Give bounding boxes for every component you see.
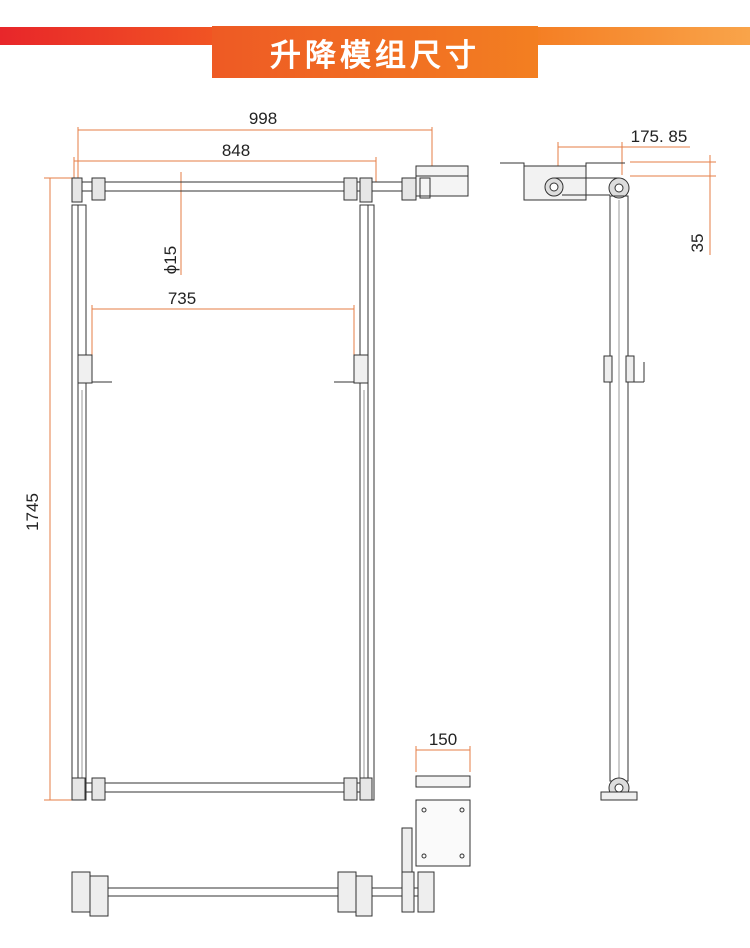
title-banner bbox=[0, 27, 750, 45]
bottom-view bbox=[71, 871, 435, 917]
dimension-lines bbox=[44, 127, 716, 801]
front-view bbox=[71, 165, 469, 801]
dim-1745: 1745 bbox=[23, 493, 42, 531]
banner-left-stripe bbox=[0, 27, 240, 45]
dimension-labels: 998 848 ϕ15 735 1745 175. 85 35 150 bbox=[23, 109, 707, 749]
dim-35: 35 bbox=[688, 234, 707, 253]
dim-735: 735 bbox=[168, 289, 196, 308]
dim-175-85: 175. 85 bbox=[631, 127, 688, 146]
page-title: 升降模组尺寸 bbox=[270, 37, 480, 74]
side-view bbox=[500, 162, 645, 801]
dim-150: 150 bbox=[429, 730, 457, 749]
banner-right-stripe bbox=[510, 27, 750, 45]
dim-998: 998 bbox=[249, 109, 277, 128]
title-box: 升降模组尺寸 bbox=[212, 26, 538, 78]
dim-phi15: ϕ15 bbox=[161, 246, 180, 274]
dim-848: 848 bbox=[222, 141, 250, 160]
